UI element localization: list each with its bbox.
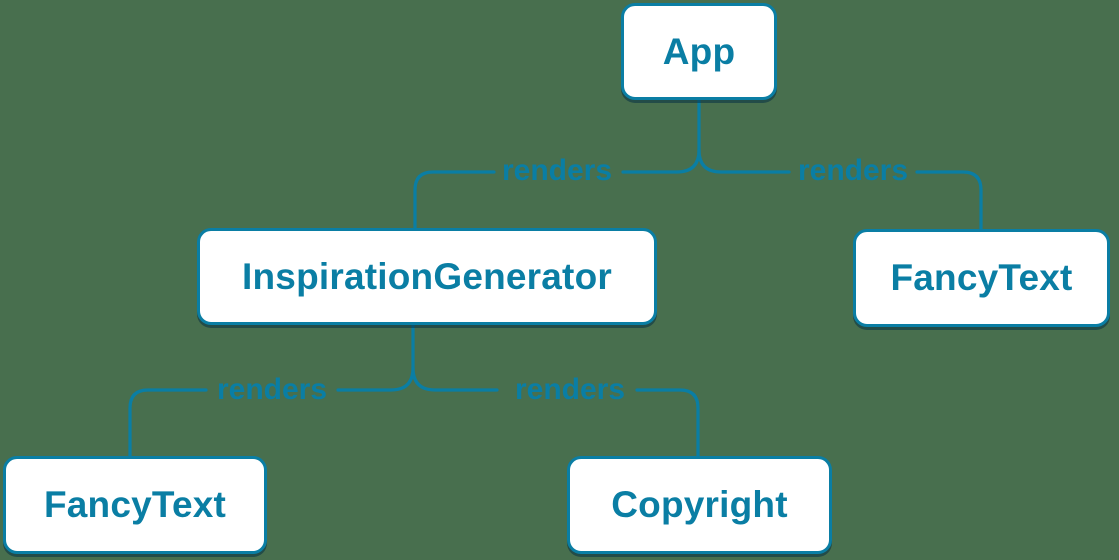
edge-label-inspiration-generator-copyright: renders: [514, 373, 626, 406]
node-inspiration-generator-label: InspirationGenerator: [242, 255, 612, 297]
edge-inspiration-generator-copyright: [411, 366, 700, 458]
node-copyright-label: Copyright: [611, 484, 788, 525]
node-inspiration-generator: InspirationGenerator: [197, 228, 657, 325]
node-fancy-text-right: FancyText: [853, 229, 1110, 327]
edge-label-app-inspiration-generator: renders: [501, 154, 613, 187]
node-fancy-text-left-label: FancyText: [43, 484, 227, 525]
node-fancy-text-left: FancyText: [3, 456, 267, 554]
node-app-label: App: [662, 30, 736, 72]
edge-label-app-fancy-text: renders: [797, 154, 909, 187]
node-fancy-text-right-label: FancyText: [890, 257, 1073, 298]
node-copyright: Copyright: [567, 456, 832, 554]
edge-label-inspiration-generator-fancy-text: renders: [216, 373, 328, 406]
edge-app-fancy-text: [697, 148, 983, 231]
node-app: App: [621, 3, 777, 100]
